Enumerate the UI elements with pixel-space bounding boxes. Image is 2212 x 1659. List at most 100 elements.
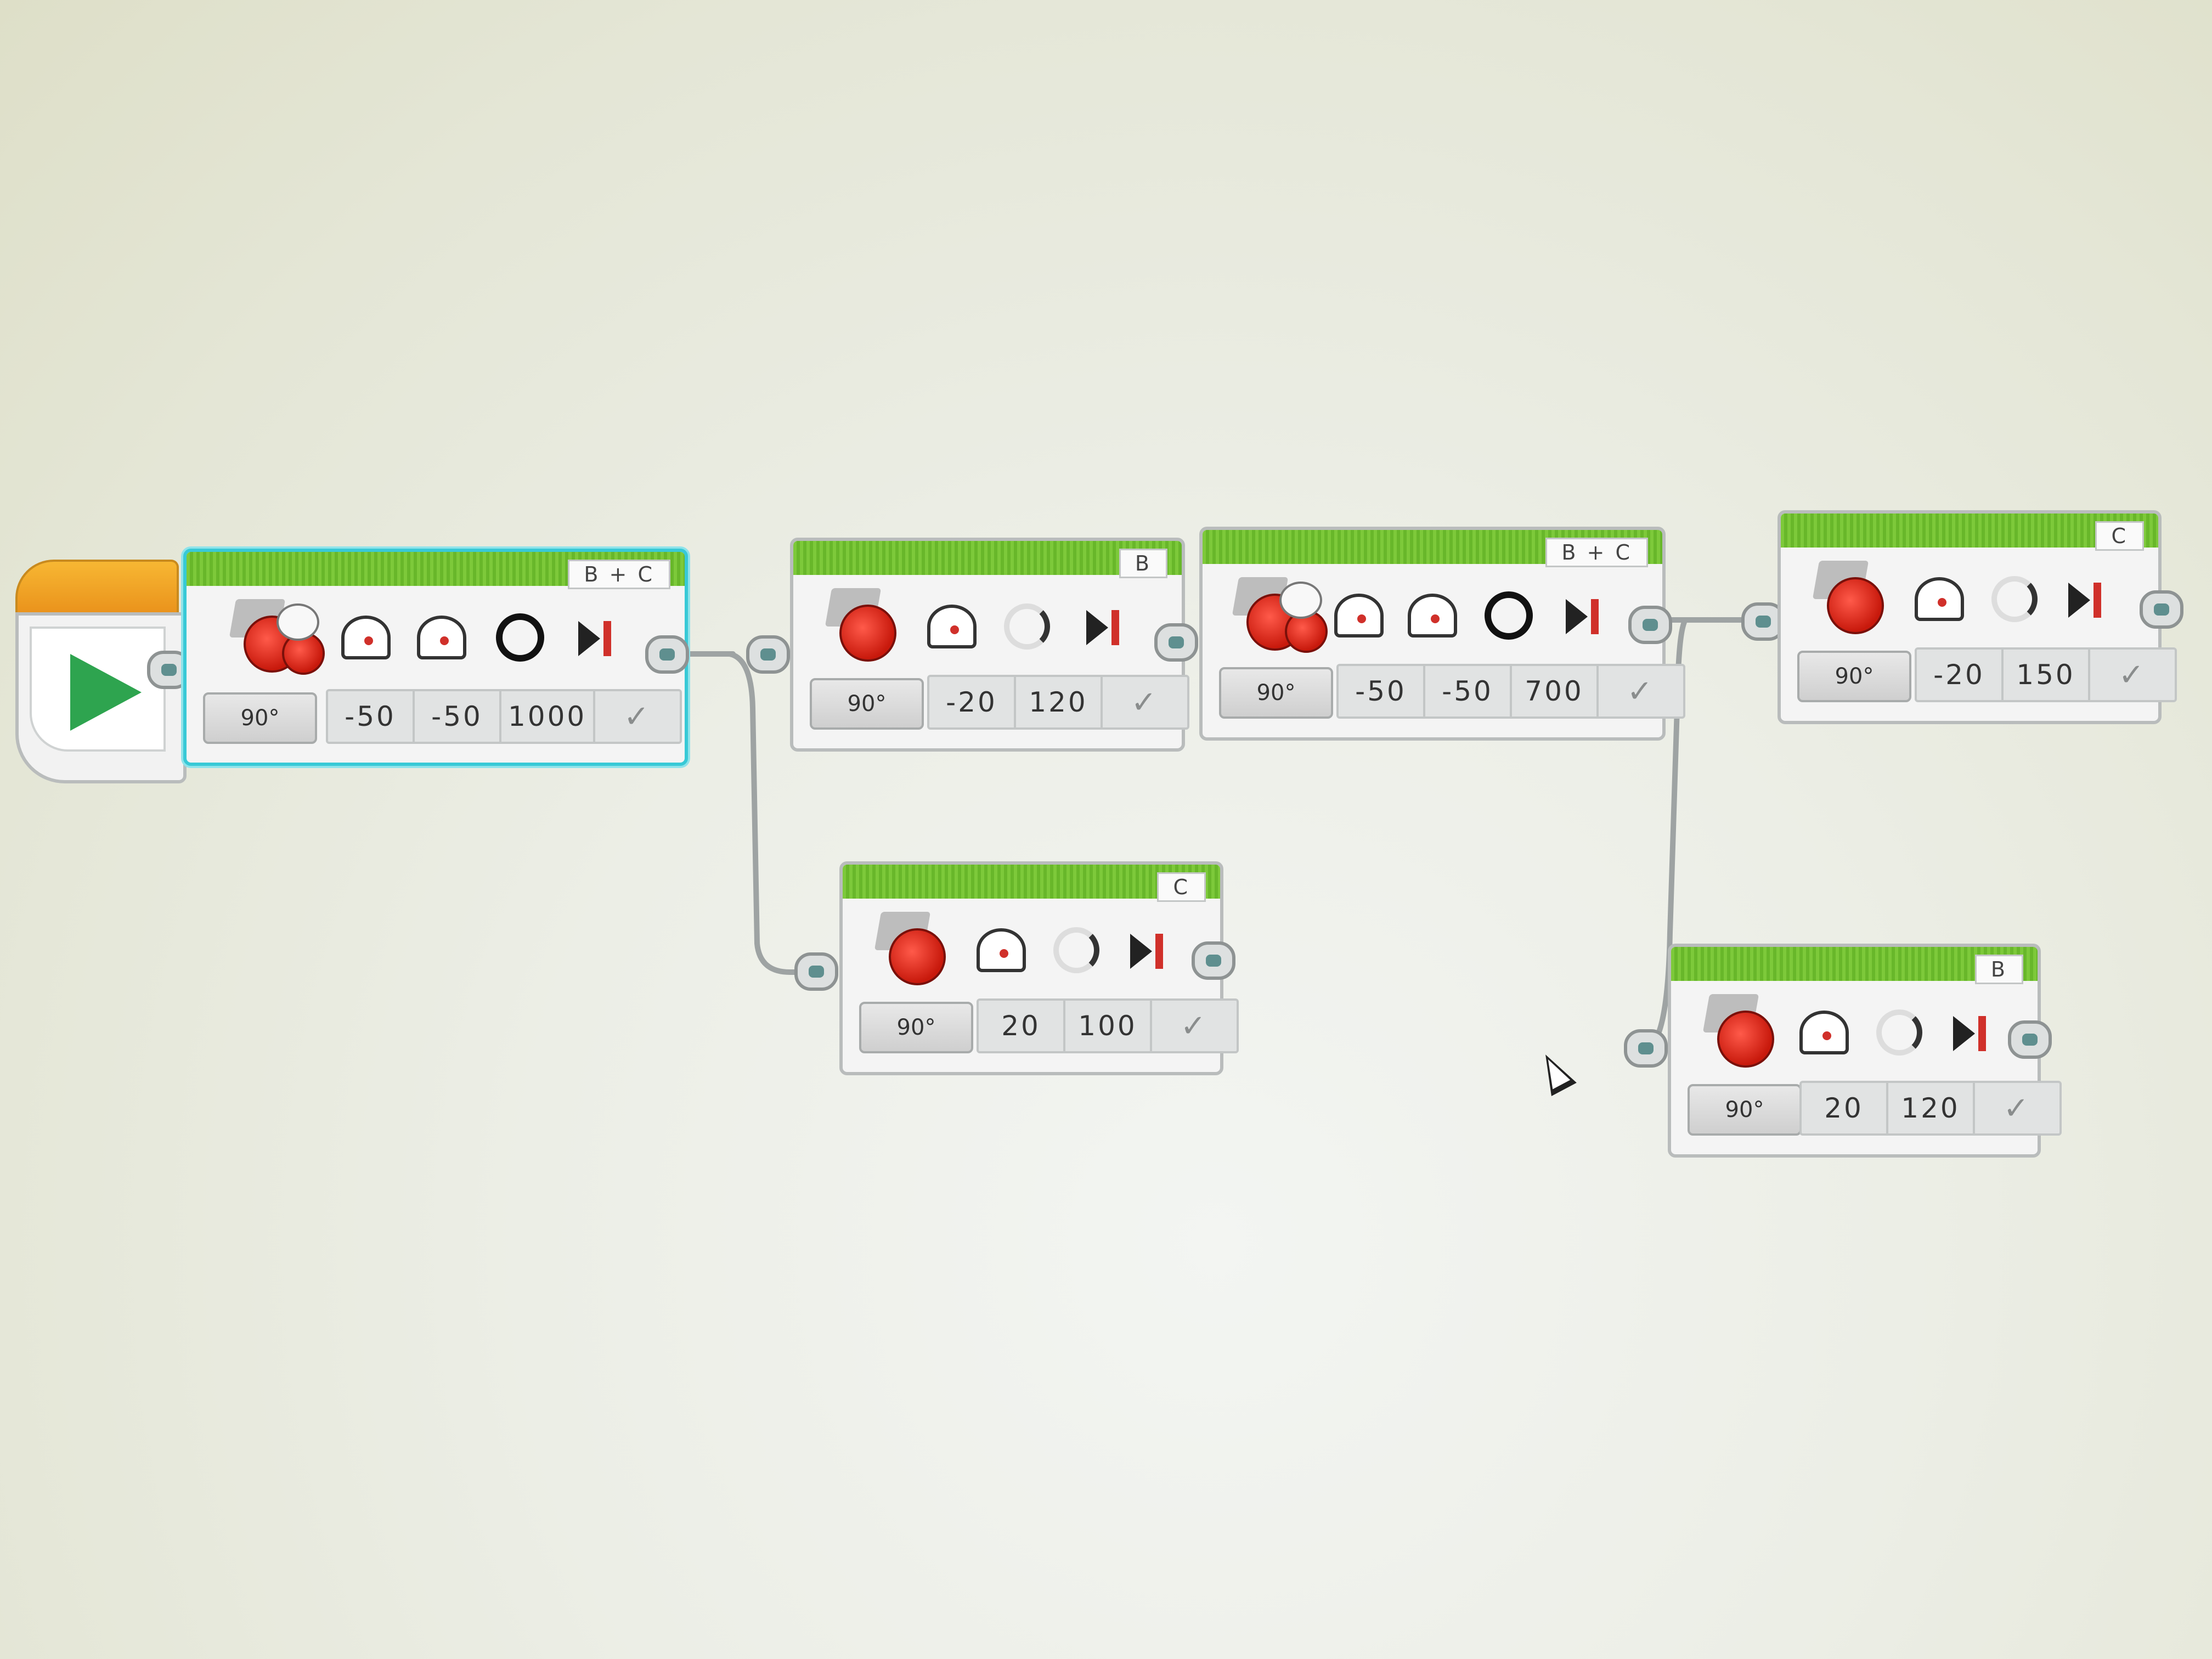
check-icon: ✓ (1131, 684, 1159, 720)
block-1-output-connector[interactable] (645, 635, 689, 674)
brake-icon (578, 621, 617, 656)
speed-dial-icon (1915, 577, 1964, 621)
start-block-body (15, 612, 187, 783)
parameter-row: 20 100 ✓ (977, 998, 1239, 1053)
parameter-row: -20 120 ✓ (927, 675, 1189, 730)
check-icon: ✓ (623, 698, 652, 735)
power-input[interactable]: -20 (929, 677, 1016, 727)
right-power-input[interactable]: -50 (1425, 666, 1512, 716)
degrees-icon (496, 613, 544, 662)
degrees-icon (1991, 576, 2038, 622)
steering-icon (276, 603, 319, 641)
brake-toggle[interactable]: ✓ (1152, 1001, 1237, 1051)
parameter-row: -50 -50 1000 ✓ (326, 689, 682, 744)
right-power-input[interactable]: -50 (415, 691, 501, 742)
power-input[interactable]: 20 (1802, 1083, 1888, 1133)
speed-dial-icon (1334, 594, 1384, 637)
block-header: B + C (187, 552, 685, 589)
check-icon: ✓ (2003, 1090, 2032, 1126)
brake-toggle[interactable]: ✓ (1103, 677, 1187, 727)
mode-selector[interactable]: 90° (1797, 651, 1911, 702)
speed-dial-icon (417, 616, 466, 659)
check-icon: ✓ (2118, 657, 2147, 693)
mode-label: 90° (896, 1015, 936, 1040)
steering-icon (1279, 582, 1322, 619)
mode-label: 90° (1835, 664, 1874, 689)
port-selector[interactable]: B (1119, 549, 1167, 578)
mode-selector[interactable]: 90° (1688, 1084, 1802, 1136)
brake-icon (2068, 583, 2107, 618)
check-icon: ✓ (1180, 1008, 1209, 1044)
power-input[interactable]: 20 (979, 1001, 1065, 1051)
speed-dial-icon (1408, 594, 1457, 637)
block-header: C (1781, 514, 2158, 551)
power-input[interactable]: -20 (1917, 650, 2004, 700)
port-selector[interactable]: B + C (1545, 538, 1648, 567)
check-icon: ✓ (1627, 673, 1655, 709)
speed-dial-icon (341, 616, 391, 659)
block-header: B (1671, 947, 2038, 984)
move-large-motor-block-b2[interactable]: B 90° 20 120 ✓ (1668, 944, 2062, 1158)
brake-toggle[interactable]: ✓ (1975, 1083, 2059, 1133)
brake-icon (1130, 934, 1169, 969)
port-selector[interactable]: B (1974, 955, 2023, 984)
mode-label: 90° (1256, 680, 1296, 706)
block-2-output-connector[interactable] (1154, 623, 1198, 662)
mode-label: 90° (1725, 1097, 1764, 1122)
degrees-icon (1485, 591, 1533, 640)
parameter-row: 20 120 ✓ (1799, 1081, 2062, 1136)
block-header: B + C (1203, 530, 1662, 567)
block-6-input-connector[interactable] (1624, 1029, 1668, 1068)
degrees-input[interactable]: 150 (2004, 650, 2090, 700)
degrees-input[interactable]: 1000 (501, 691, 596, 742)
block-6-output-connector[interactable] (2008, 1020, 2052, 1059)
parameter-row: -50 -50 700 ✓ (1336, 664, 1685, 719)
program-start-block[interactable] (15, 560, 191, 785)
parameter-row: -20 150 ✓ (1915, 647, 2177, 702)
brake-toggle[interactable]: ✓ (595, 691, 680, 742)
mode-selector[interactable]: 90° (1219, 667, 1333, 719)
wire-b1-b3 (727, 651, 809, 975)
degrees-input[interactable]: 100 (1065, 1001, 1152, 1051)
block-header: C (843, 865, 1220, 902)
mode-label: 90° (847, 691, 887, 716)
mode-selector[interactable]: 90° (203, 692, 317, 744)
play-icon[interactable] (70, 654, 142, 731)
left-power-input[interactable]: -50 (328, 691, 415, 742)
left-power-input[interactable]: -50 (1339, 666, 1425, 716)
move-large-motor-block-c2[interactable]: C 90° -20 150 ✓ (1778, 510, 2177, 724)
degrees-input[interactable]: 120 (1888, 1083, 1975, 1133)
brake-icon (1566, 599, 1604, 634)
brake-icon (1953, 1016, 1991, 1051)
move-large-motor-block-c[interactable]: C 90° 20 100 ✓ (839, 861, 1239, 1075)
move-large-motor-block-b[interactable]: B 90° -20 120 ✓ (790, 538, 1189, 752)
port-selector[interactable]: C (2095, 521, 2144, 551)
port-selector[interactable]: C (1157, 872, 1206, 902)
speed-dial-icon (1799, 1011, 1849, 1054)
degrees-icon (1876, 1009, 1922, 1056)
block-4-output-connector[interactable] (1628, 606, 1672, 644)
mode-selector[interactable]: 90° (810, 678, 924, 730)
move-tank-block-2[interactable]: B + C 90° -50 -50 700 ✓ (1199, 527, 1685, 741)
speed-dial-icon (977, 928, 1026, 972)
degrees-icon (1053, 927, 1099, 973)
speed-dial-icon (927, 605, 977, 648)
move-tank-block-1[interactable]: B + C 90° -50 -50 1000 ✓ (183, 549, 688, 766)
brake-toggle[interactable]: ✓ (1599, 666, 1683, 716)
brake-toggle[interactable]: ✓ (2090, 650, 2175, 700)
degrees-icon (1004, 603, 1050, 650)
block-3-output-connector[interactable] (1192, 941, 1235, 980)
port-selector[interactable]: B + C (568, 560, 670, 589)
start-button-area[interactable] (30, 627, 166, 752)
degrees-input[interactable]: 700 (1512, 666, 1599, 716)
block-2-input-connector[interactable] (746, 635, 790, 674)
mode-label: 90° (240, 706, 280, 731)
block-3-input-connector[interactable] (794, 952, 838, 991)
degrees-input[interactable]: 120 (1016, 677, 1103, 727)
brake-icon (1086, 610, 1125, 645)
block-5-output-connector[interactable] (2140, 590, 2183, 629)
start-block-cap (15, 560, 179, 617)
mode-selector[interactable]: 90° (859, 1002, 973, 1053)
